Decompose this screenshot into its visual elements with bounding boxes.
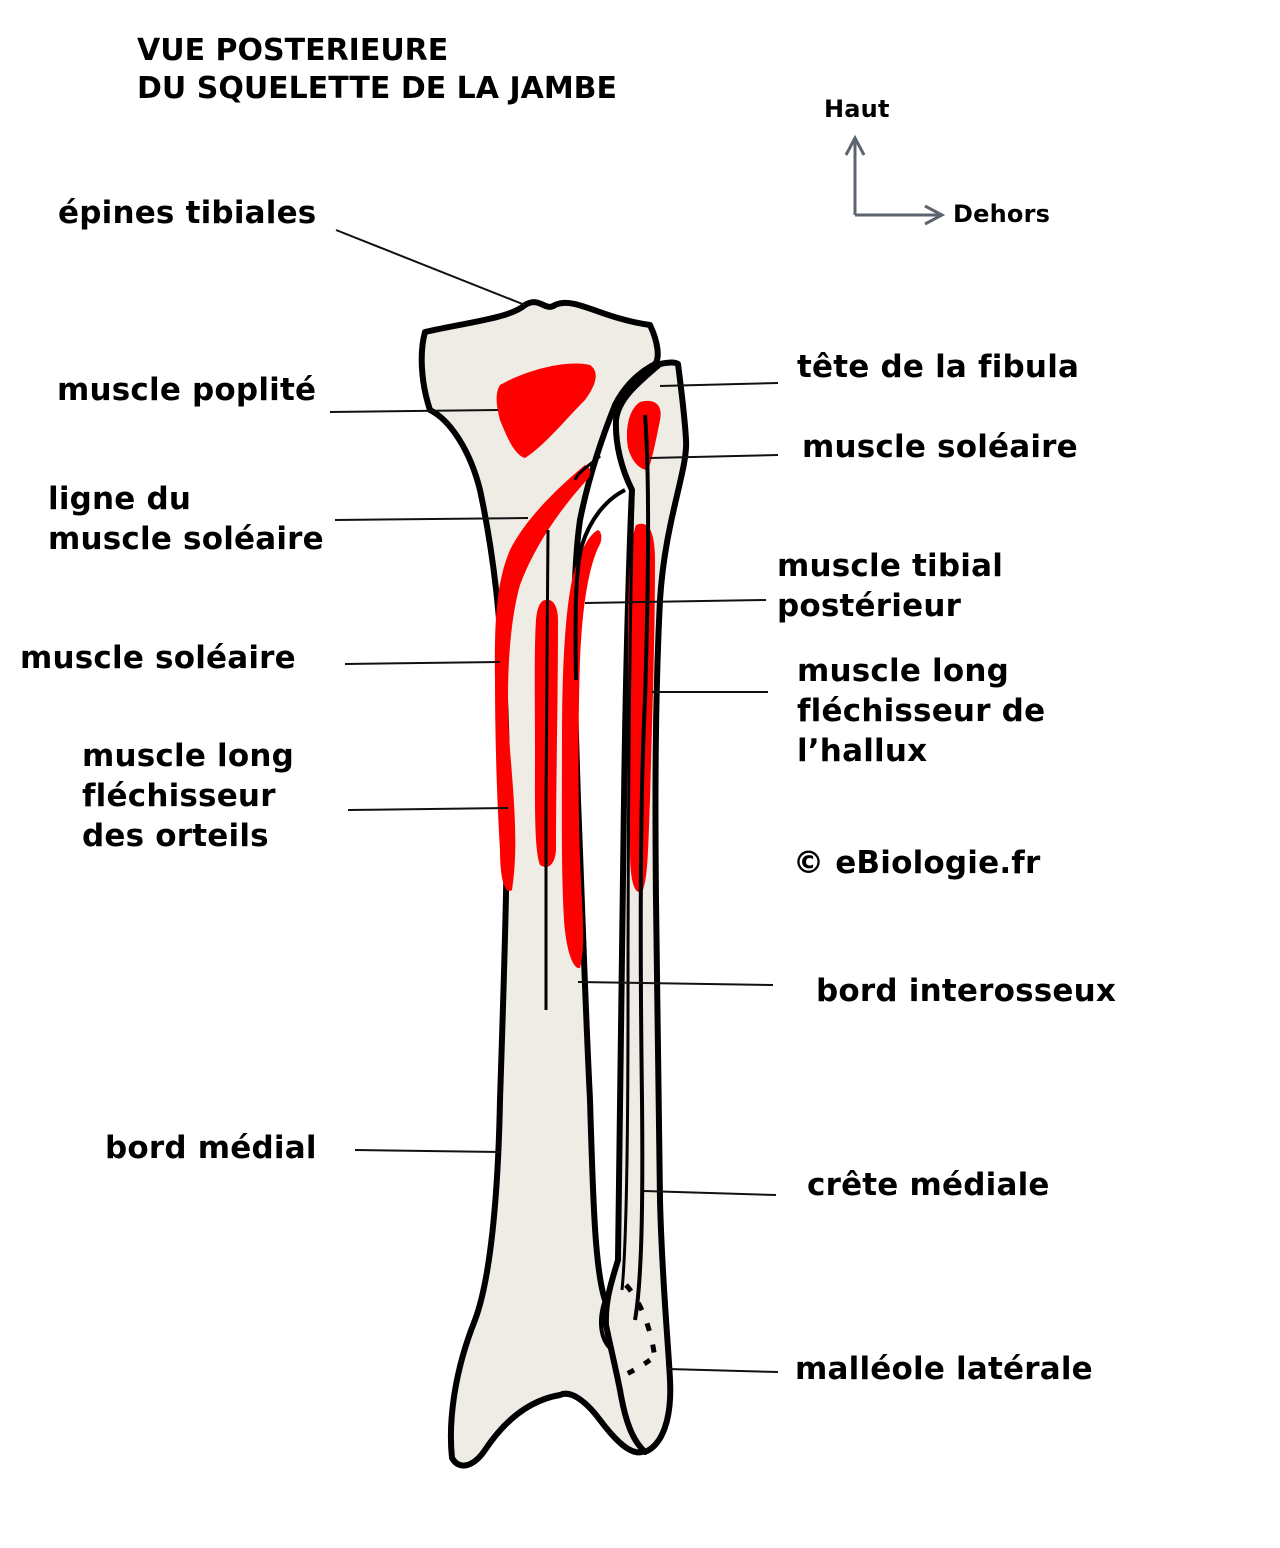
label-epines-tibiales: épines tibiales <box>58 193 316 233</box>
orientation-outward-label: Dehors <box>953 200 1050 228</box>
label-bord-interosseux: bord interosseux <box>816 971 1116 1011</box>
label-fhl-line1: muscle long <box>797 651 1045 691</box>
label-fdl-line2: fléchisseur <box>82 776 294 816</box>
label-ligne-soleaire-line1: ligne du <box>48 479 324 519</box>
label-ligne-soleaire-line2: muscle soléaire <box>48 519 324 559</box>
label-muscle-soleaire-left: muscle soléaire <box>20 638 296 678</box>
leader-crete-mediale <box>644 1191 776 1195</box>
up-arrow-icon <box>846 138 864 215</box>
page-title: VUE POSTERIEURE DU SQUELETTE DE LA JAMBE <box>137 32 617 108</box>
label-tibial-posterieur-line1: muscle tibial <box>777 546 1003 586</box>
title-line-1: VUE POSTERIEURE <box>137 32 617 70</box>
leader-soleaire-left <box>345 662 500 664</box>
label-long-flechisseur-orteils: muscle long fléchisseur des orteils <box>82 736 294 856</box>
label-tibial-posterieur-line2: postérieur <box>777 586 1003 626</box>
label-fdl-line1: muscle long <box>82 736 294 776</box>
copyright-text: © eBiologie.fr <box>793 843 1041 883</box>
orientation-up-label: Haut <box>824 95 890 123</box>
label-crete-mediale: crête médiale <box>807 1165 1050 1205</box>
leader-tibial-posterieur <box>585 600 766 603</box>
label-fhl-line2: fléchisseur de <box>797 691 1045 731</box>
label-muscle-poplite: muscle poplité <box>57 370 316 410</box>
orientation-arrows <box>846 138 942 224</box>
label-bord-medial: bord médial <box>105 1128 317 1168</box>
leader-bord-medial <box>355 1150 500 1152</box>
leader-fdl <box>348 808 508 810</box>
label-tibial-posterieur: muscle tibial postérieur <box>777 546 1003 626</box>
label-fdl-line3: des orteils <box>82 816 294 856</box>
label-fhl-line3: l’hallux <box>797 731 1045 771</box>
label-tete-fibula: tête de la fibula <box>797 347 1079 387</box>
label-muscle-soleaire-right: muscle soléaire <box>802 427 1078 467</box>
leader-epines <box>336 230 525 305</box>
leader-bord-interosseux <box>578 982 773 985</box>
label-ligne-soleaire: ligne du muscle soléaire <box>48 479 324 559</box>
label-malleole-laterale: malléole latérale <box>795 1349 1093 1389</box>
label-long-flechisseur-hallux: muscle long fléchisseur de l’hallux <box>797 651 1045 771</box>
leader-malleole <box>668 1369 778 1372</box>
right-arrow-icon <box>855 206 942 224</box>
title-line-2: DU SQUELETTE DE LA JAMBE <box>137 70 617 108</box>
